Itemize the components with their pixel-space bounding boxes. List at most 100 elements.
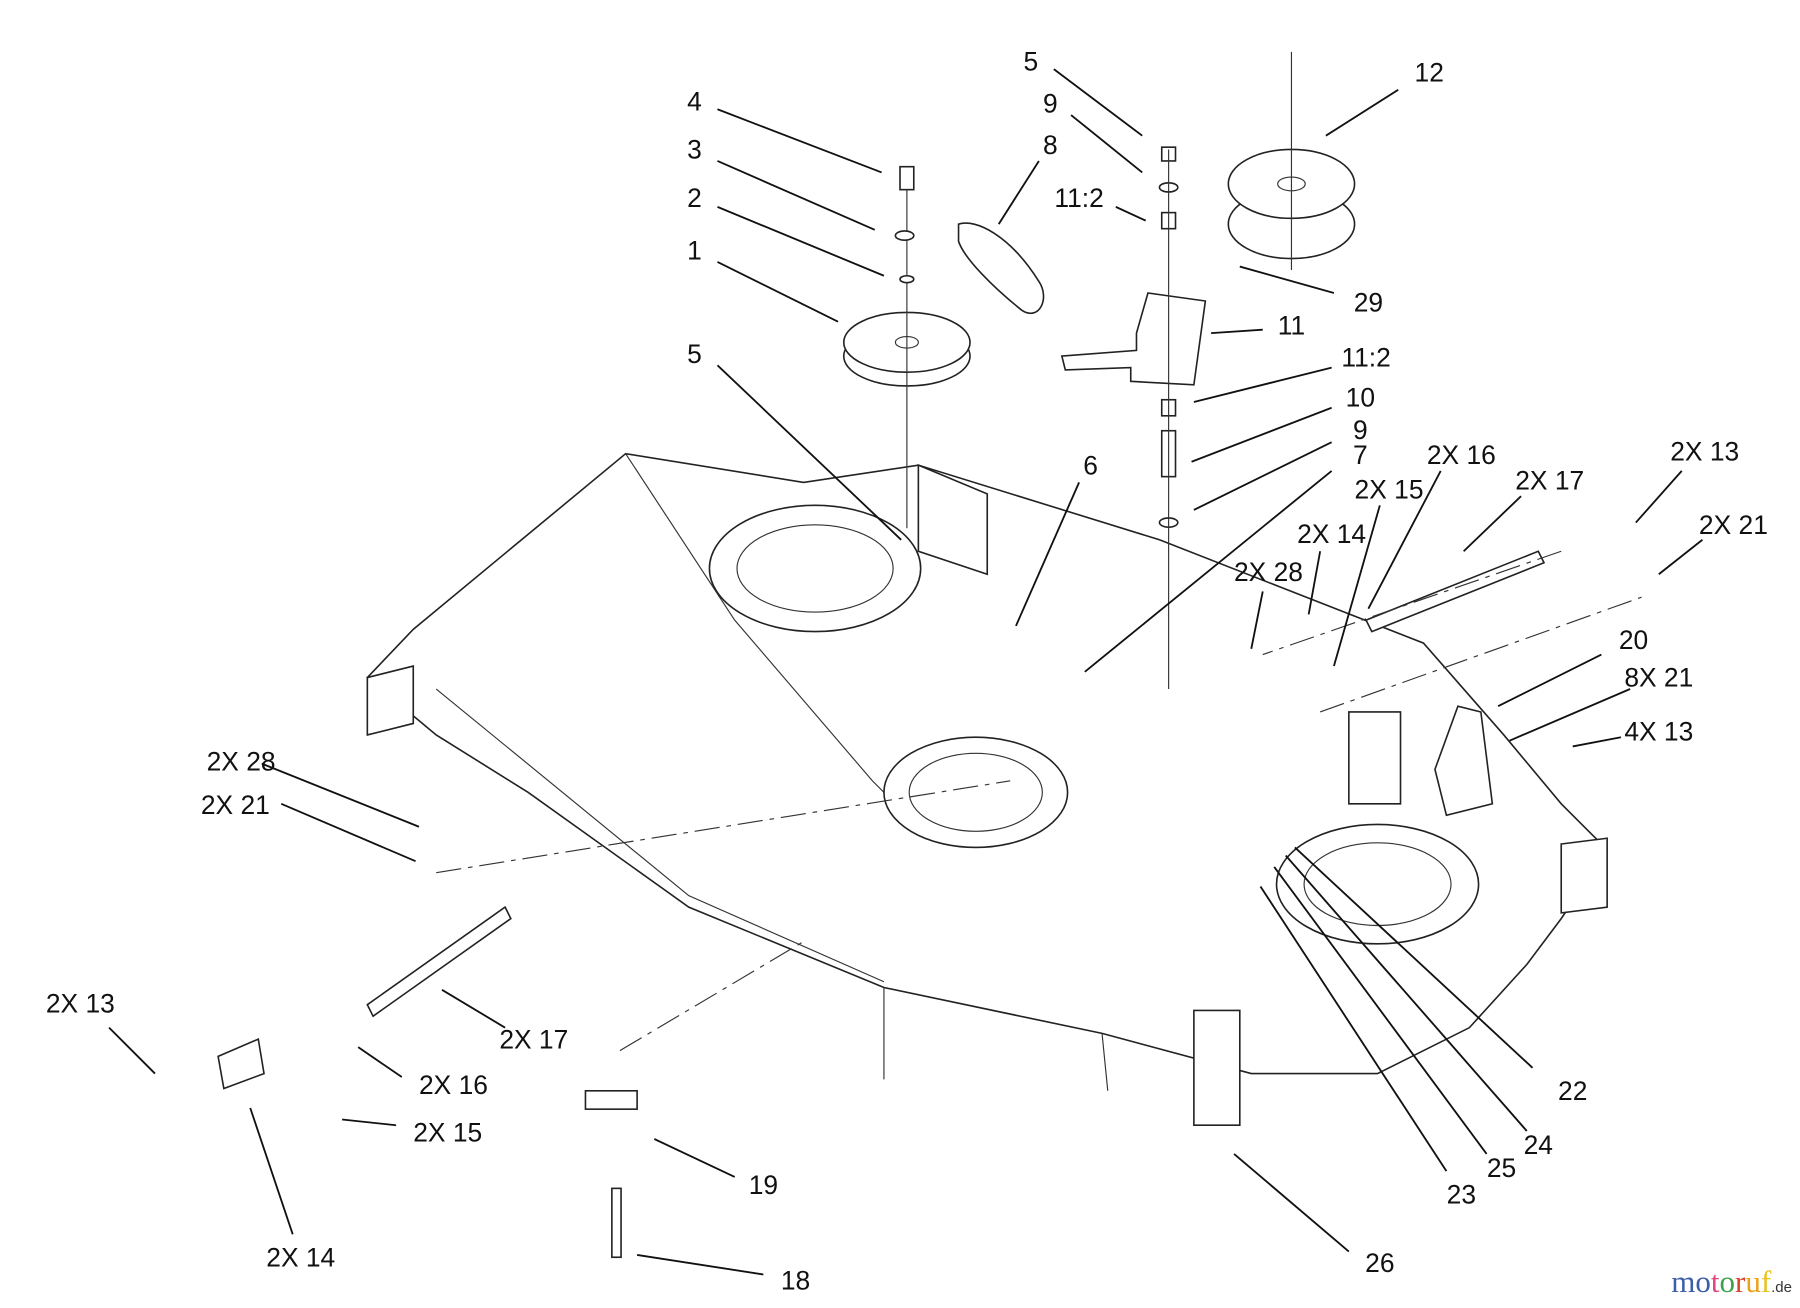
callout-2x-16: 2X 16 — [357, 1046, 488, 1100]
callout-label: 2X 14 — [1297, 519, 1366, 549]
callout-23: 23 — [1259, 885, 1476, 1209]
callout-label: 11 — [1278, 310, 1305, 340]
callout-label: 2X 21 — [201, 790, 270, 820]
leader-line — [1367, 470, 1442, 610]
callout-label: 18 — [781, 1265, 810, 1295]
callout-26: 26 — [1233, 1153, 1395, 1278]
callout-label: 2X 13 — [1670, 437, 1739, 467]
callout-label: 2X 28 — [207, 747, 276, 777]
leader-line — [249, 1107, 294, 1235]
callout-19: 19 — [653, 1138, 778, 1200]
leader-line — [1115, 206, 1147, 222]
callout-label: 11:2 — [1341, 342, 1390, 372]
idler-pulley-1 — [842, 165, 971, 529]
leader-line — [1658, 539, 1703, 575]
leader-line — [1463, 495, 1522, 552]
spindle-housing-center — [883, 736, 1069, 849]
callout-label: 22 — [1558, 1076, 1587, 1106]
callout-12: 12 — [1325, 58, 1444, 137]
leader-line — [1070, 114, 1143, 174]
callout-label: 9 — [1043, 89, 1058, 119]
leader-line — [717, 206, 885, 277]
leader-line — [441, 988, 506, 1029]
leader-line — [1193, 366, 1332, 403]
leader-line — [717, 261, 839, 323]
callout-label: 12 — [1415, 58, 1444, 88]
leader-line — [653, 1138, 736, 1178]
leader-line — [1572, 736, 1622, 748]
callout-label: 19 — [749, 1170, 778, 1200]
mower-deck — [366, 452, 1609, 1127]
callout-24: 24 — [1285, 854, 1553, 1160]
leader-line — [1497, 653, 1602, 708]
callout-4: 4 — [687, 86, 882, 174]
callout-7: 7 — [1084, 440, 1368, 673]
spring-8 — [957, 222, 1045, 314]
callout-8x-21: 8X 21 — [1509, 663, 1693, 742]
leader-line — [1193, 441, 1333, 511]
callout-2: 2 — [687, 183, 885, 277]
leader-line — [717, 108, 882, 174]
leader-line — [716, 364, 902, 541]
callout-label: 2X 15 — [413, 1117, 482, 1147]
leader-line — [1250, 591, 1264, 650]
callout-label: 6 — [1083, 450, 1098, 480]
leader-line — [280, 802, 416, 863]
callout-label: 25 — [1487, 1153, 1516, 1183]
leader-line — [1509, 688, 1631, 742]
callout-label: 11:2 — [1054, 183, 1103, 213]
callout-5: 5 — [1024, 46, 1143, 137]
callout-label: 8X 21 — [1624, 663, 1693, 693]
callout-label: 4 — [687, 86, 702, 116]
callout-2x-17: 2X 17 — [441, 988, 568, 1054]
callout-2x-28: 2X 28 — [207, 747, 420, 828]
leader-line — [1211, 328, 1263, 335]
callout-10: 10 — [1191, 383, 1375, 463]
callout-label: 1 — [687, 236, 702, 266]
callout-5: 5 — [687, 339, 902, 541]
callout-4x-13: 4X 13 — [1572, 717, 1693, 748]
leader-line — [1294, 846, 1534, 1069]
leader-line — [1239, 265, 1335, 294]
callout-label: 8 — [1043, 130, 1058, 160]
callout-3: 3 — [687, 135, 876, 231]
callout-label: 2X 16 — [419, 1070, 488, 1100]
callout-label: 4X 13 — [1624, 717, 1693, 747]
callout-2x-13: 2X 13 — [1635, 437, 1739, 524]
callout-label: 2 — [687, 183, 702, 213]
callout-9: 9 — [1043, 89, 1143, 174]
callout-2x-14: 2X 14 — [1297, 519, 1366, 615]
callout-20: 20 — [1497, 625, 1648, 708]
motoruf-watermark-logo: motoruf.de — [1671, 1264, 1792, 1299]
callout-2x-13: 2X 13 — [46, 989, 156, 1075]
callout-2x-21: 2X 21 — [1658, 510, 1768, 575]
callout-2x-17: 2X 17 — [1463, 465, 1584, 552]
callout-label: 5 — [1024, 46, 1039, 76]
callout-label: 29 — [1354, 287, 1383, 317]
callout-2x-14: 2X 14 — [249, 1107, 335, 1272]
leader-line — [997, 160, 1040, 225]
callout-label: 23 — [1447, 1179, 1476, 1209]
callout-label: 3 — [687, 135, 702, 165]
leader-line — [341, 1118, 397, 1127]
callout-25: 25 — [1273, 866, 1516, 1183]
callout-label: 2X 28 — [1234, 557, 1303, 587]
callout-2x-15: 2X 15 — [1333, 474, 1424, 667]
callout-2x-15: 2X 15 — [341, 1117, 482, 1147]
linkage-rods — [217, 550, 1642, 1259]
leader-line — [1259, 885, 1448, 1172]
idler-arm-11 — [1060, 146, 1207, 690]
callout-1: 1 — [687, 236, 839, 323]
callout-label: 2X 16 — [1427, 440, 1496, 470]
callout-2x-28: 2X 28 — [1234, 557, 1303, 650]
leader-line — [1307, 551, 1322, 615]
callout-label: 7 — [1353, 440, 1368, 470]
leader-line — [1273, 866, 1488, 1155]
leader-line — [1325, 89, 1399, 137]
callout-11-2: 11:2 — [1054, 183, 1147, 222]
leader-line — [1053, 68, 1143, 137]
leader-line — [261, 762, 420, 828]
callout-2x-16: 2X 16 — [1367, 440, 1496, 610]
callout-label: 2X 17 — [1515, 465, 1584, 495]
